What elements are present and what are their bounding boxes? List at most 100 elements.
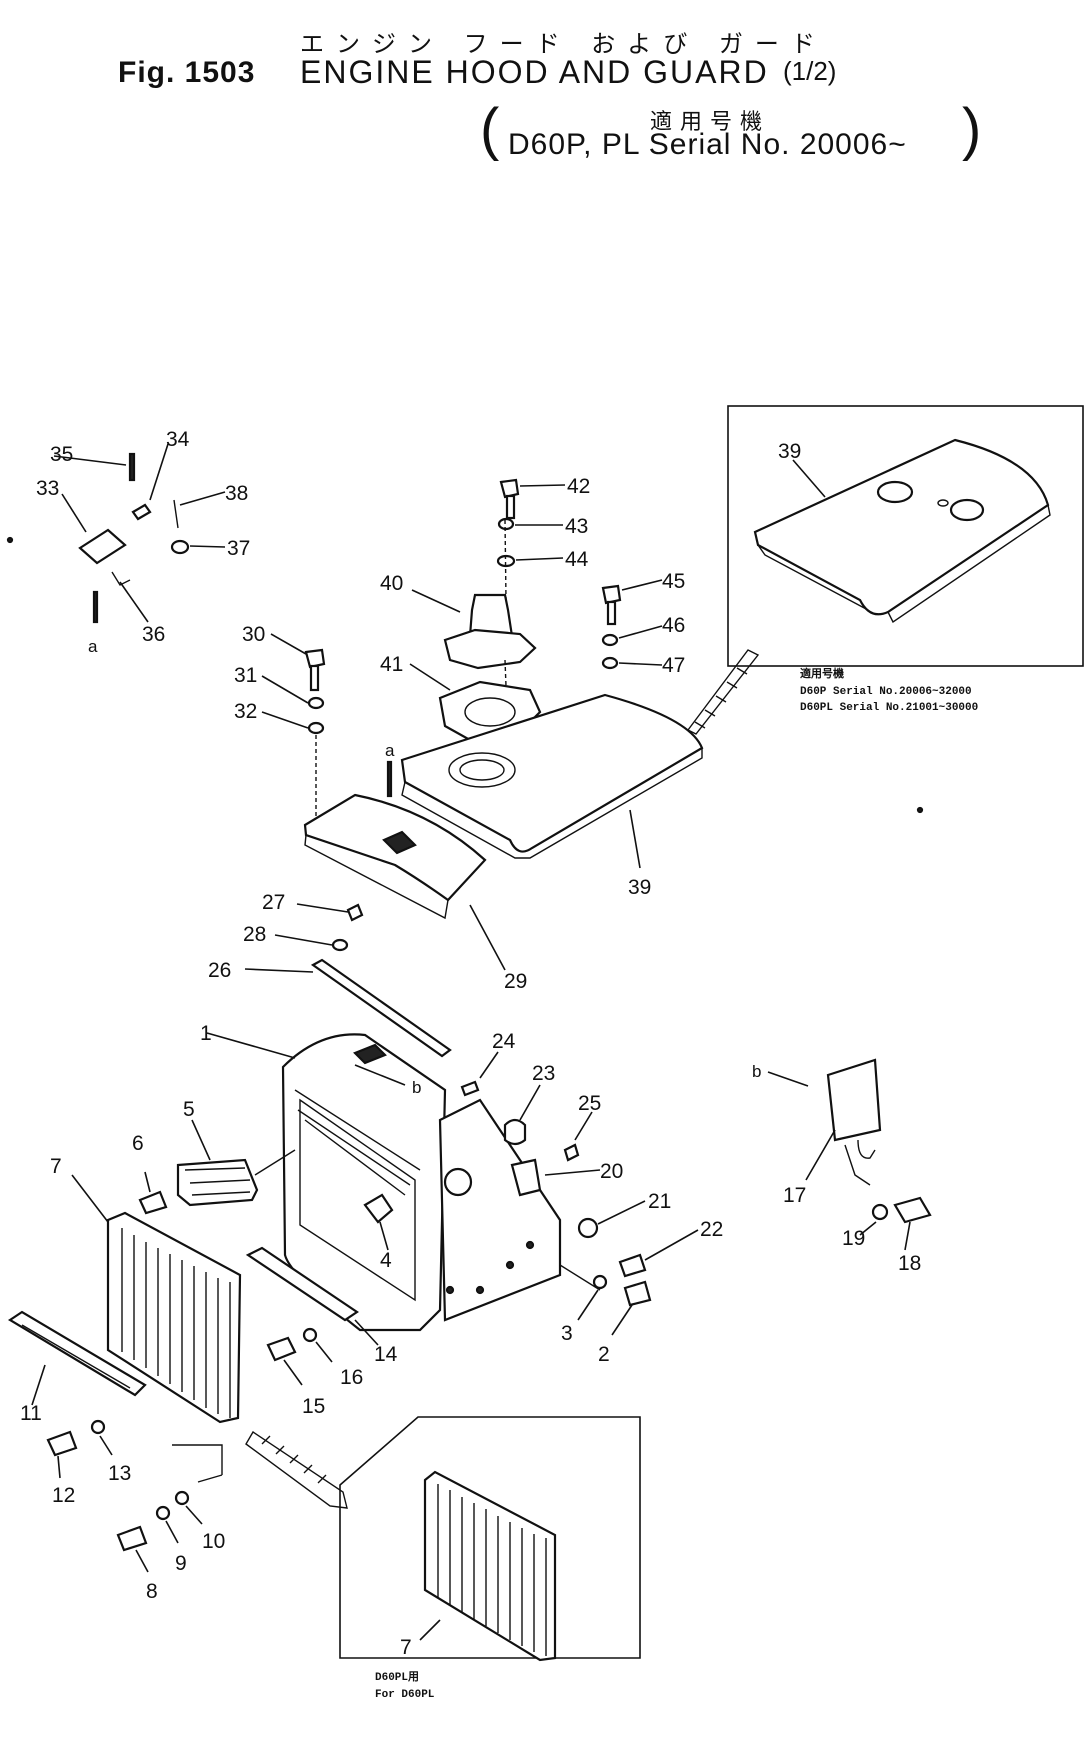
part-20-bracket (510, 1158, 542, 1197)
callout-39-inset: 39 (778, 440, 801, 463)
callout-45: 45 (662, 570, 685, 593)
part-2-bolt (623, 1280, 652, 1307)
callout-5: 5 (183, 1098, 195, 1121)
callout-36: 36 (142, 623, 165, 646)
callout-27: 27 (262, 891, 285, 914)
callout-29: 29 (504, 970, 527, 993)
callout-12: 12 (52, 1484, 75, 1507)
inset-frame-top (727, 405, 1084, 667)
latch-cluster: 35 34 33 38 37 36 a (36, 428, 250, 656)
hood-39-alt-hole-large (876, 480, 914, 504)
figure-page-fraction: (1/2) (783, 56, 837, 86)
callout-17: 17 (783, 1184, 806, 1207)
part-12-bolt (46, 1430, 78, 1457)
part-26-seal (310, 958, 452, 1058)
callout-11: 11 (20, 1402, 42, 1425)
part-45-bolt (601, 584, 622, 605)
callout-20: 20 (600, 1160, 623, 1183)
callout-30: 30 (242, 623, 265, 646)
figure-number: Fig. 1503 (118, 56, 256, 89)
callout-21: 21 (648, 1190, 671, 1213)
part-17-bracket (826, 1058, 882, 1142)
part-10-washer (174, 1490, 190, 1506)
callout-41: 41 (380, 653, 403, 676)
inset-bottom-note-jp: D60PL用 (375, 1670, 419, 1684)
inset-top-note-line1: D60P Serial No.20006~32000 (800, 686, 972, 698)
callout-26: 26 (208, 959, 231, 982)
callout-18: 18 (898, 1252, 921, 1275)
part-24-pin (460, 1080, 480, 1097)
part-14-rail (245, 1246, 359, 1322)
callout-15: 15 (302, 1395, 325, 1418)
front-fittings: 4 5 6 (132, 1098, 394, 1272)
callout-47: 47 (662, 654, 685, 677)
hood-39-alt (753, 438, 1050, 616)
part-7-grille-alt (423, 1470, 557, 1662)
inset-top-note-jp: 適用号機 (800, 666, 844, 681)
part-8-bolt (116, 1525, 148, 1552)
part-22-bolt (618, 1253, 647, 1278)
lower-rail: 14 16 15 (245, 1246, 398, 1418)
part-11-rail (7, 1310, 147, 1397)
part-13-washer (90, 1419, 106, 1435)
title-japanese: エンジン フード および ガード (300, 30, 827, 58)
callout-7: 7 (50, 1155, 62, 1178)
callout-3: 3 (561, 1322, 573, 1345)
callout-7-inset: 7 (400, 1636, 412, 1659)
callout-46: 46 (662, 614, 685, 637)
ref-a: a (385, 741, 395, 760)
side-bolts: 24 23 25 20 21 22 3 2 (460, 1030, 723, 1366)
part-16-washer (302, 1327, 318, 1343)
callout-31: 31 (234, 664, 257, 687)
figure-title: ENGINE HOOD AND GUARD (300, 54, 769, 90)
callout-4: 4 (380, 1249, 392, 1272)
callout-24: 24 (492, 1030, 516, 1053)
inset-top-note-line2: D60PL Serial No.21001~30000 (800, 702, 978, 714)
part-27-bolt (346, 903, 364, 922)
ref-b-right: b (752, 1062, 761, 1081)
callout-39: 39 (628, 876, 651, 899)
part-15-bolt (266, 1336, 297, 1362)
part-30-bolt (304, 648, 326, 669)
callout-40: 40 (380, 572, 403, 595)
serial-paren-left: ( (480, 97, 500, 162)
inset-bottom-note-line1: For D60PL (375, 1689, 435, 1701)
callout-43: 43 (565, 515, 588, 538)
front-cover: 30 31 32 29 (234, 623, 527, 993)
part-18-bolt (893, 1196, 932, 1224)
callout-1: 1 (200, 1022, 212, 1045)
callout-19: 19 (842, 1227, 865, 1250)
seal-bracket: 27 28 26 (208, 891, 452, 1058)
grille: 7 (50, 1155, 242, 1424)
direction-arrow-top (686, 649, 760, 735)
part-42-bolt (499, 478, 520, 499)
callout-6: 6 (132, 1132, 144, 1155)
callout-25: 25 (578, 1092, 601, 1115)
serial-paren-right: ) (962, 97, 982, 162)
part-33-plate (78, 528, 127, 565)
part-9-washer (155, 1505, 171, 1521)
ref-a-top: a (88, 637, 98, 656)
callout-33: 33 (36, 477, 59, 500)
callout-35: 35 (50, 443, 73, 466)
part-6-bolt (138, 1190, 168, 1215)
part-39-hood (400, 693, 704, 853)
part-7-grille (106, 1211, 242, 1424)
callout-38: 38 (225, 482, 248, 505)
part-4-plug (363, 1193, 394, 1224)
serial-range: D60P, PL Serial No. 20006~ (508, 128, 907, 161)
callout-22: 22 (700, 1218, 723, 1241)
part-25-pin (563, 1143, 580, 1162)
callout-16: 16 (340, 1366, 363, 1389)
callout-42: 42 (567, 475, 590, 498)
callout-28: 28 (243, 923, 266, 946)
bottom-rail: 11 13 12 (7, 1310, 147, 1507)
part-21-spacer (577, 1217, 599, 1239)
callout-37: 37 (227, 537, 250, 560)
hood-main: 39 a (385, 693, 704, 899)
callout-14: 14 (374, 1343, 398, 1366)
inset-frame-bottom (339, 1416, 641, 1659)
serial-label-japanese: 適用号機 (650, 110, 771, 135)
ref-b: b (412, 1078, 421, 1097)
